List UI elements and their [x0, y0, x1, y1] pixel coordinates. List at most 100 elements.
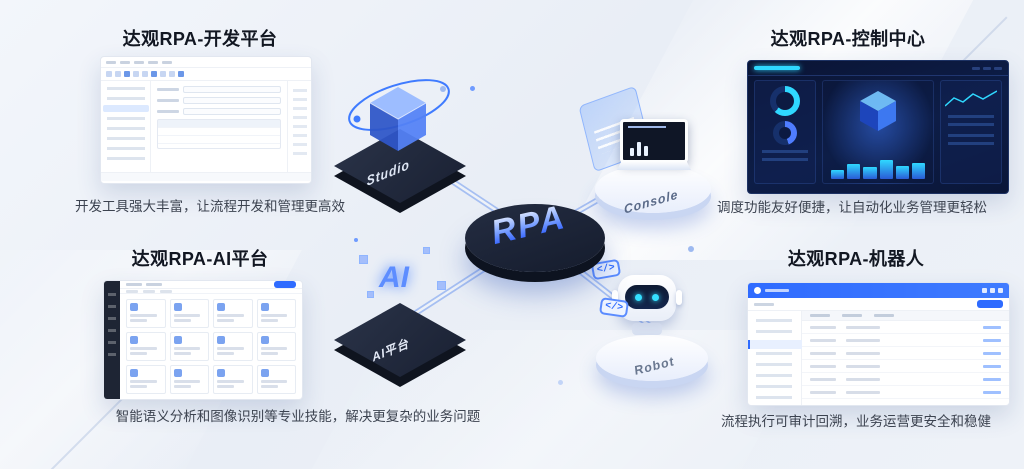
holo-pixel: [367, 291, 374, 298]
control-center-screenshot: [747, 60, 1009, 194]
text-placeholder: [217, 319, 235, 322]
skill-icon: [173, 369, 182, 377]
menu-item-placeholder: [134, 60, 144, 64]
laptop-base: [617, 161, 691, 170]
menu-item-placeholder: [120, 60, 130, 64]
cell-placeholder: [846, 364, 880, 368]
cell-placeholder: [810, 377, 836, 381]
bar: [644, 146, 648, 156]
form-row: [157, 108, 281, 115]
menu-item-placeholder: [972, 66, 980, 70]
action-link-placeholder: [983, 338, 1001, 342]
text-placeholder: [130, 385, 148, 388]
robot-titlebar: [748, 283, 1009, 298]
bar: [847, 163, 861, 179]
text-placeholder: [217, 380, 244, 383]
skill-icon: [173, 303, 182, 311]
stat-lines-placeholder: [947, 115, 995, 129]
skill-icon: [130, 369, 138, 377]
skill-card: [256, 365, 296, 394]
menu-item-placeholder: [162, 60, 172, 64]
skill-icon: [217, 303, 225, 311]
toolbar-icon: [124, 71, 130, 77]
robot-window-body: [748, 311, 1009, 405]
breadcrumb-placeholder: [754, 302, 774, 306]
text-placeholder: [260, 385, 278, 388]
dashboard-header: [748, 61, 1008, 76]
robot-eye: [635, 293, 642, 301]
text-placeholder: [173, 347, 201, 350]
cell-placeholder: [810, 364, 836, 368]
text-placeholder: [173, 380, 201, 383]
cell-placeholder: [846, 390, 880, 394]
dev-menubar: [101, 57, 311, 68]
laptop-screen: [620, 119, 688, 163]
input-placeholder: [183, 97, 281, 104]
section-title-control-center: 达观RPA-控制中心: [770, 29, 926, 49]
isometric-cube-icon: [860, 91, 896, 131]
skill-card: [126, 332, 166, 361]
section-title-ai-platform: 达观RPA-AI平台: [131, 249, 269, 269]
holo-pixel: [359, 255, 368, 264]
bar: [831, 170, 845, 179]
form-row: [157, 97, 281, 104]
robot-eye: [652, 293, 659, 301]
robot-base: [632, 323, 662, 335]
section-caption-control-center: 调度功能友好便捷，让自动化业务管理更轻松: [717, 200, 987, 215]
skill-card: [169, 299, 209, 328]
tab-placeholder: [146, 283, 162, 286]
toolbar-icon: [160, 71, 166, 77]
ai-platform-screenshot: [103, 280, 303, 400]
selected-tree-item: [103, 105, 149, 112]
skill-card: [213, 332, 253, 361]
dashboard-header-menu: [972, 66, 1002, 70]
action-link-placeholder: [983, 364, 1001, 368]
robot-console-screenshot: [747, 282, 1010, 406]
text-placeholder: [173, 314, 201, 317]
dev-editor-area: [151, 81, 287, 172]
dev-platform-screenshot: [100, 56, 312, 184]
toolbar-icon: [169, 71, 175, 77]
bar: [895, 165, 909, 179]
text-placeholder: [260, 314, 288, 317]
text-placeholder: [260, 380, 288, 383]
robot-toolbar: [748, 298, 1009, 311]
bar: [911, 162, 926, 179]
decor-dot: [470, 86, 475, 91]
minimize-icon: [982, 288, 987, 293]
dashboard-right-panel: [940, 80, 1002, 184]
skill-card: [169, 332, 209, 361]
cell-placeholder: [846, 351, 880, 355]
cell-placeholder: [810, 338, 836, 342]
field-label-placeholder: [157, 110, 179, 113]
skill-card: [256, 299, 296, 328]
skill-icon: [217, 369, 225, 377]
code-icon: </>: [598, 297, 630, 318]
skill-card: [169, 365, 209, 394]
action-link-placeholder: [983, 325, 1001, 329]
stat-lines-placeholder: [761, 150, 809, 164]
text-placeholder: [217, 352, 235, 355]
text-placeholder: [260, 347, 288, 350]
text-placeholder: [130, 347, 157, 350]
skill-card: [126, 299, 166, 328]
table-row: [802, 373, 1009, 386]
ai-window-body: [120, 281, 302, 399]
gauge-icon: [770, 86, 800, 116]
robot-task-table: [802, 311, 1009, 405]
skill-icon: [217, 336, 225, 344]
action-link-placeholder: [983, 377, 1001, 381]
table-row: [802, 347, 1009, 360]
input-placeholder: [183, 86, 281, 93]
bar: [863, 166, 877, 179]
field-label-placeholder: [157, 88, 179, 91]
cell-placeholder: [810, 325, 836, 329]
skill-icon: [260, 336, 269, 344]
ai-sidebar: [104, 281, 120, 399]
line-chart-icon: [945, 90, 997, 107]
decor-dot: [688, 246, 694, 252]
robot-sidebar-menu: [748, 311, 802, 405]
bar-chart-icon: [630, 138, 648, 156]
window-controls: [982, 288, 1003, 293]
app-logo-icon: [754, 287, 761, 294]
